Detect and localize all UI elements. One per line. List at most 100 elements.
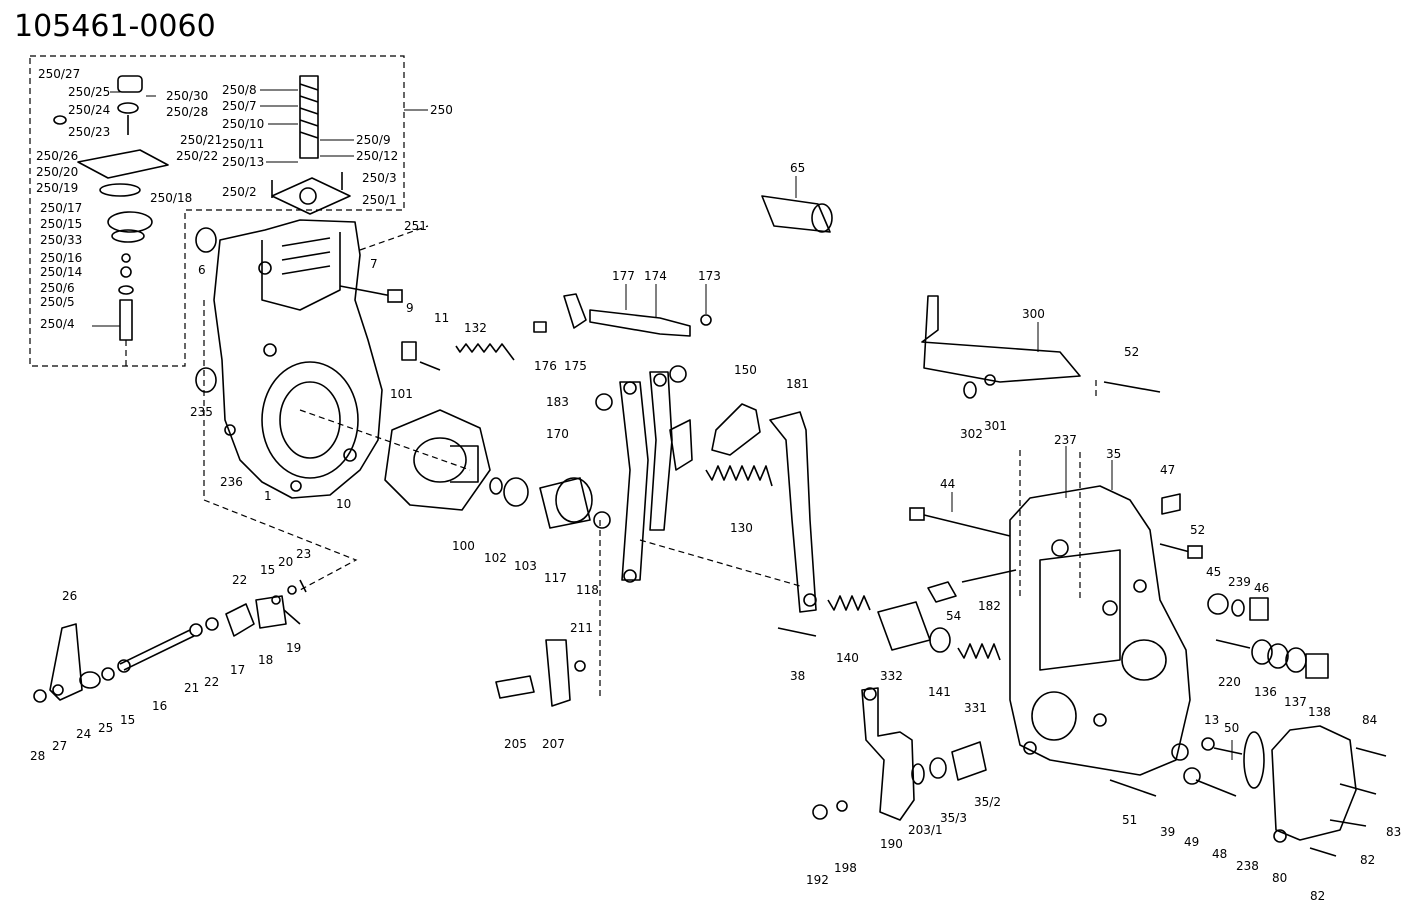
part-label: 250 <box>430 103 453 117</box>
bracket-300 <box>921 295 1161 399</box>
part-label: 45 <box>1206 565 1221 579</box>
lever-150-spring-130 <box>705 403 773 487</box>
diagram-title: 105461-0060 <box>14 9 216 44</box>
part-label: 100 <box>452 539 475 553</box>
part-label-layer: 250/27 250/25 250/30 250/24 250/28 250/2… <box>30 67 1401 903</box>
part-label: 250/14 <box>40 265 82 279</box>
part-label: 250/8 <box>222 83 257 97</box>
part-label: 18 <box>258 653 273 667</box>
throttle-shaft-16 <box>33 579 307 703</box>
small-nut-parts <box>195 227 217 393</box>
lower-bolts <box>1109 737 1243 797</box>
part-label: 250/27 <box>38 67 80 81</box>
part-label: 207 <box>542 737 565 751</box>
part-label: 22 <box>232 573 247 587</box>
part-label: 174 <box>644 269 667 283</box>
part-label: 302 <box>960 427 983 441</box>
part-label: 52 <box>1124 345 1139 359</box>
part-label: 101 <box>390 387 413 401</box>
part-label: 250/5 <box>40 295 75 309</box>
part-label: 183 <box>546 395 569 409</box>
part-label: 25 <box>98 721 113 735</box>
part-label: 250/23 <box>68 125 110 139</box>
bolt-spring-parts <box>339 285 515 371</box>
part-label: 250/4 <box>40 317 75 331</box>
stop-lever-190 <box>812 687 987 821</box>
leader-lines <box>92 89 1233 760</box>
part-label: 205 <box>504 737 527 751</box>
part-label: 239 <box>1228 575 1251 589</box>
part-label: 15 <box>120 713 135 727</box>
part-label: 50 <box>1224 721 1239 735</box>
part-label: 237 <box>1054 433 1077 447</box>
part-label: 250/6 <box>40 281 75 295</box>
part-label: 24 <box>76 727 91 741</box>
part-label: 250/10 <box>222 117 264 131</box>
part-label: 141 <box>928 685 951 699</box>
part-label: 251 <box>404 219 427 233</box>
part-label: 82 <box>1360 853 1375 867</box>
part-label: 49 <box>1184 835 1199 849</box>
nut-65 <box>761 195 833 233</box>
part-label: 250/9 <box>356 133 391 147</box>
part-label: 250/20 <box>36 165 78 179</box>
part-label: 198 <box>834 861 857 875</box>
idle-spring-parts <box>777 595 1001 661</box>
part-label: 35/3 <box>940 811 967 825</box>
shaft-assembly-174 <box>533 293 712 337</box>
part-label: 250/11 <box>222 137 264 151</box>
part-label: 27 <box>52 739 67 753</box>
part-label: 137 <box>1284 695 1307 709</box>
part-label: 250/17 <box>40 201 82 215</box>
part-label: 250/15 <box>40 217 82 231</box>
cover-bolts <box>909 493 1203 559</box>
governor-spring-parts <box>53 75 351 366</box>
part-label: 250/16 <box>40 251 82 265</box>
part-label: 22 <box>204 675 219 689</box>
governor-cover-237 <box>1009 485 1191 776</box>
part-label: 35 <box>1106 447 1121 461</box>
part-label: 17 <box>230 663 245 677</box>
part-label: 138 <box>1308 705 1331 719</box>
assembly-250-box <box>29 55 428 367</box>
part-label: 54 <box>946 609 961 623</box>
part-label: 236 <box>220 475 243 489</box>
part-label: 80 <box>1272 871 1287 885</box>
part-label: 150 <box>734 363 757 377</box>
part-label: 103 <box>514 559 537 573</box>
part-label: 7 <box>370 257 378 271</box>
part-label: 136 <box>1254 685 1277 699</box>
part-label: 250/25 <box>68 85 110 99</box>
part-label: 44 <box>940 477 955 491</box>
part-label: 10 <box>336 497 351 511</box>
part-label: 9 <box>406 301 414 315</box>
part-label: 235 <box>190 405 213 419</box>
part-label: 331 <box>964 701 987 715</box>
part-label: 190 <box>880 837 903 851</box>
part-label: 82 <box>1310 889 1325 903</box>
part-label: 238 <box>1236 859 1259 873</box>
part-label: 332 <box>880 669 903 683</box>
part-label: 250/19 <box>36 181 78 195</box>
part-label: 48 <box>1212 847 1227 861</box>
part-label: 300 <box>1022 307 1045 321</box>
part-label: 130 <box>730 521 753 535</box>
part-label: 250/22 <box>176 149 218 163</box>
part-label: 250/1 <box>362 193 397 207</box>
part-label: 26 <box>62 589 77 603</box>
part-label: 19 <box>286 641 301 655</box>
sleeve-parts <box>489 477 611 529</box>
part-label: 220 <box>1218 675 1241 689</box>
lever-assembly-170 <box>595 365 693 583</box>
part-label: 250/13 <box>222 155 264 169</box>
part-label: 250/33 <box>40 233 82 247</box>
end-cover-80 <box>1243 725 1387 857</box>
part-label: 177 <box>612 269 635 283</box>
part-label: 250/3 <box>362 171 397 185</box>
part-label: 170 <box>546 427 569 441</box>
part-label: 47 <box>1160 463 1175 477</box>
part-label: 52 <box>1190 523 1205 537</box>
part-label: 35/2 <box>974 795 1001 809</box>
part-label: 250/18 <box>150 191 192 205</box>
part-label: 23 <box>296 547 311 561</box>
